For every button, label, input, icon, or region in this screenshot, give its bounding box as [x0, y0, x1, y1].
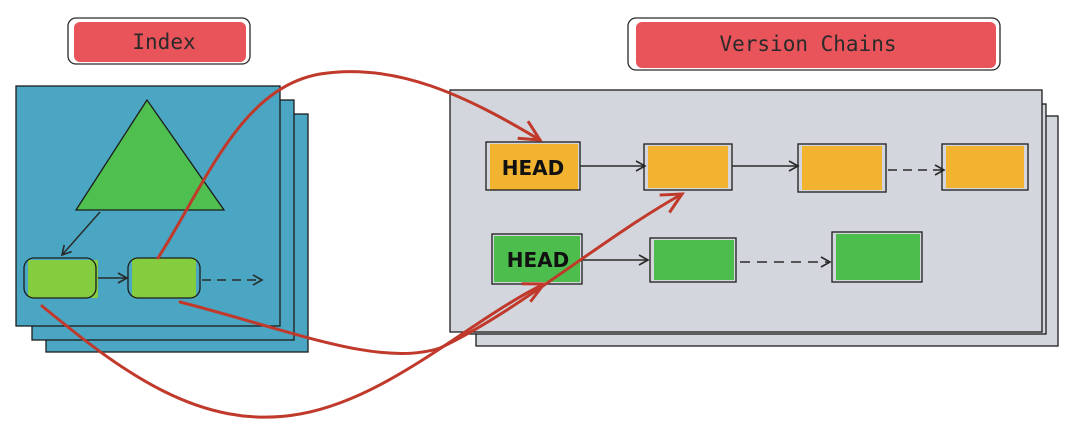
orange-version-node-2 — [797, 143, 887, 193]
version-chains-title-background — [636, 22, 996, 68]
orange-head-label: HEAD — [502, 156, 564, 180]
version-chains-title-outline — [627, 17, 1001, 71]
green-head-node: HEAD — [491, 233, 583, 285]
chains-panel-front — [449, 89, 1043, 333]
orange-version-node-1 — [643, 143, 733, 191]
green-version-node-2 — [831, 231, 923, 283]
index-tree-triangle — [74, 98, 226, 211]
pointer-leaf1-to-green-head — [40, 282, 548, 419]
version-chains-title-banner: Version Chains — [627, 17, 1001, 71]
index-title-outline — [67, 17, 251, 65]
index-leaf-node-2 — [127, 257, 201, 299]
index-title-banner: Index — [67, 17, 251, 65]
green-head-label: HEAD — [507, 248, 569, 272]
version-chains-panel-stack — [449, 89, 1059, 347]
index-title-background — [74, 22, 246, 62]
index-leaf-node-1 — [23, 257, 98, 299]
index-title: Index — [132, 30, 195, 54]
pointer-leaf2-to-orange-head — [156, 70, 543, 260]
orange-head-node: HEAD — [485, 141, 581, 191]
tree-to-leaf-arrow — [60, 211, 101, 257]
orange-version-node-3 — [941, 143, 1029, 191]
green-version-node-1 — [649, 237, 737, 283]
version-chains-title: Version Chains — [719, 32, 896, 56]
